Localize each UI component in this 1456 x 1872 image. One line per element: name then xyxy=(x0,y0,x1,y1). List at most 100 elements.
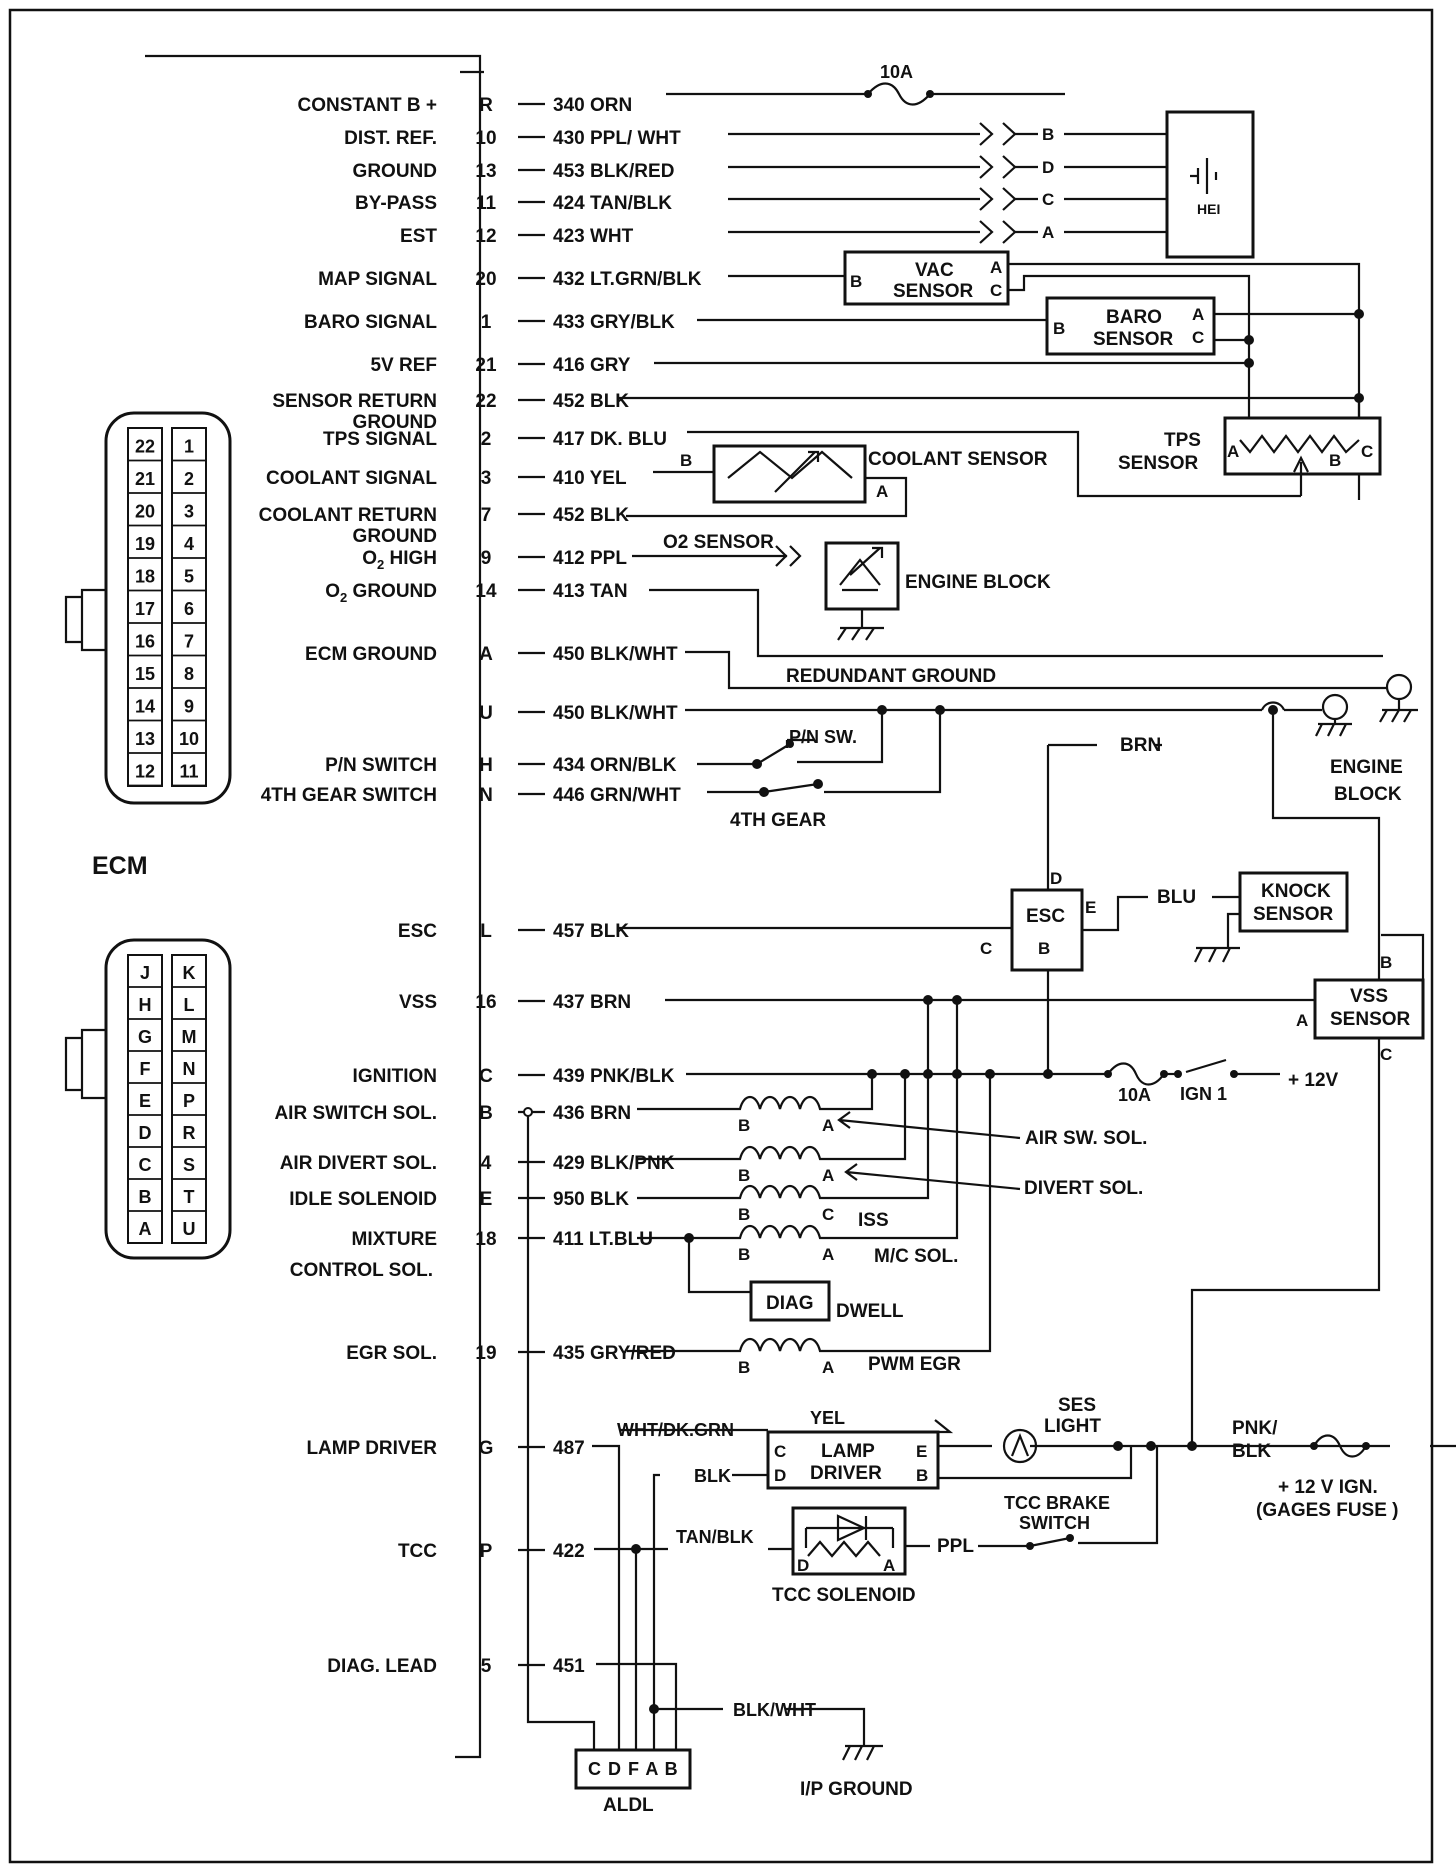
pin-id-label: 11 xyxy=(476,193,497,214)
pin-id-label: E xyxy=(480,1189,493,1210)
wire-label: 450 BLK/WHT xyxy=(553,703,678,724)
connector-chevron xyxy=(979,122,1017,146)
tps-pin-a: A xyxy=(1227,442,1239,461)
pin-id-label: 1 xyxy=(481,312,492,333)
pin-id-label: N xyxy=(479,785,493,806)
mixture-control-label: CONTROL SOL. xyxy=(290,1260,433,1281)
wire-label: 451 xyxy=(553,1656,585,1677)
pin-id-label: 9 xyxy=(481,548,492,569)
pin-id-label: G xyxy=(479,1438,494,1459)
pin-id-label: 18 xyxy=(475,1229,496,1250)
baro-sensor xyxy=(1045,296,1216,356)
ecm-label: ECM xyxy=(92,852,148,880)
connector-chevron xyxy=(979,187,1017,211)
lamp-driver-label: LAMP xyxy=(821,1441,875,1462)
ign1-label: IGN 1 xyxy=(1180,1084,1227,1104)
vss-sensor-label: VSS xyxy=(1350,986,1388,1007)
pin-name-label: 4TH GEAR SWITCH xyxy=(261,785,437,806)
solenoid-pin-b: B xyxy=(738,1116,750,1135)
solenoid-pin-a: A xyxy=(822,1166,834,1185)
connector-pin-label: A xyxy=(139,1219,152,1239)
connector-pin-label: 19 xyxy=(135,534,155,554)
pin-id-label: 2 xyxy=(481,429,492,450)
ppl-label: PPL xyxy=(937,1536,974,1557)
wire-label: 437 BRN xyxy=(553,992,631,1013)
wire-label: 424 TAN/BLK xyxy=(553,193,672,214)
knock-sensor-label: KNOCK xyxy=(1261,881,1331,902)
tan-blk-label: TAN/BLK xyxy=(676,1527,754,1547)
baro-sensor-label-2: SENSOR xyxy=(1093,329,1174,350)
solenoid-pin-b: B xyxy=(738,1358,750,1377)
tps-pin-b: B xyxy=(1329,451,1341,470)
wire-label: 434 ORN/BLK xyxy=(553,755,677,776)
pin-id-label: 12 xyxy=(475,226,496,247)
pin-id-label: 16 xyxy=(475,992,496,1013)
wire-label: 433 GRY/BLK xyxy=(553,312,675,333)
connector-pin-label: 21 xyxy=(135,469,155,489)
iss-label: ISS xyxy=(858,1210,889,1231)
connector-pin-label: 4 xyxy=(184,534,194,554)
tcc-brake-label: TCC BRAKE xyxy=(1004,1493,1110,1513)
connector-pin-label: H xyxy=(139,995,152,1015)
blu-label: BLU xyxy=(1157,887,1196,908)
wire-label: 412 PPL xyxy=(553,548,627,569)
lamp-pin-b: B xyxy=(916,1466,928,1485)
esc-module xyxy=(1010,888,1084,972)
tps-sensor-label-2: SENSOR xyxy=(1118,453,1199,474)
esc-label: ESC xyxy=(1026,906,1065,927)
wire-label: 429 BLK/PNK xyxy=(553,1153,675,1174)
esc-pin-d: D xyxy=(1050,869,1062,888)
diag-label: DIAG xyxy=(766,1293,814,1314)
connector-pin-label: N xyxy=(183,1059,196,1079)
hei-pin-label: B xyxy=(1042,125,1054,144)
divert-sol-label: DIVERT SOL. xyxy=(1024,1178,1143,1199)
pin-name-label: AIR DIVERT SOL. xyxy=(280,1153,437,1174)
diag-box xyxy=(749,1280,831,1322)
pin-name-label: O2 GROUND xyxy=(325,581,437,605)
coolant-pin-a: A xyxy=(876,482,888,501)
connector-pin-label: D xyxy=(139,1123,152,1143)
pin-id-label: 10 xyxy=(475,128,496,149)
connector-pin-label: 5 xyxy=(184,567,194,587)
connector-pin-label: 14 xyxy=(135,697,155,717)
engine-block-label: ENGINE BLOCK xyxy=(905,572,1051,593)
baro-sensor-label: BARO xyxy=(1106,307,1162,328)
wire-label: 487 xyxy=(553,1438,585,1459)
plus12v-label: + 12V xyxy=(1288,1070,1339,1091)
ecm-box xyxy=(145,54,482,1759)
brn-label: BRN xyxy=(1120,735,1161,756)
wire-label: 453 BLK/RED xyxy=(553,161,674,182)
knock-sensor-label-2: SENSOR xyxy=(1253,904,1334,925)
hei-label: HEI xyxy=(1197,201,1220,217)
hei-pin-label: C xyxy=(1042,190,1054,209)
pin-name-label: MIXTURE xyxy=(352,1229,438,1250)
connector-pin-label: R xyxy=(183,1123,196,1143)
vac-pin-c: C xyxy=(990,281,1002,300)
engine-block-2-label: ENGINE xyxy=(1330,757,1403,778)
pin-name-label: DIST. REF. xyxy=(344,128,437,149)
pin-name-label: GROUND xyxy=(353,161,437,182)
connector-pin-label: C xyxy=(139,1155,152,1175)
connector-pin-label: M xyxy=(182,1027,197,1047)
connector-pin-label: L xyxy=(184,995,195,1015)
wire-label: 416 GRY xyxy=(553,355,631,376)
ses-light-label: SES xyxy=(1058,1395,1096,1416)
ip-ground-label: I/P GROUND xyxy=(800,1779,913,1800)
connector-pin-label: 8 xyxy=(184,664,194,684)
pin-name-label: VSS xyxy=(399,992,437,1013)
aldl-pins-label: C D F A B xyxy=(588,1759,679,1779)
lamp-pin-c: C xyxy=(774,1442,786,1461)
wire-label: 457 BLK xyxy=(553,921,629,942)
connector-pin-label: T xyxy=(184,1187,195,1207)
coolant-sensor-label: COOLANT SENSOR xyxy=(868,449,1048,470)
wire-label: 432 LT.GRN/BLK xyxy=(553,269,702,290)
pin-id-label: L xyxy=(480,921,492,942)
connector-pin-label: K xyxy=(183,963,196,983)
connector-pin-label: 7 xyxy=(184,632,194,652)
wire-label: 450 BLK/WHT xyxy=(553,644,678,665)
connector-pin-label: 1 xyxy=(184,437,194,457)
wire-label: 410 YEL xyxy=(553,468,627,489)
pin-id-label: 19 xyxy=(475,1343,496,1364)
wire-label: 422 xyxy=(553,1541,585,1562)
